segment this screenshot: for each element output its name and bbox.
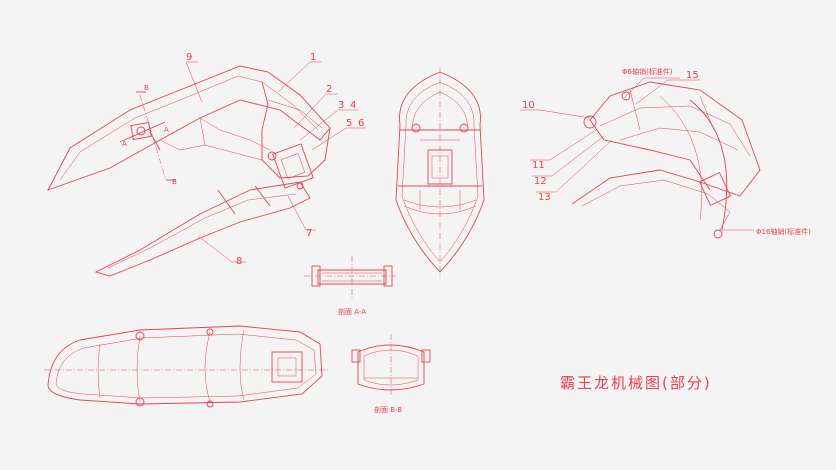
callout-13: 13: [538, 192, 551, 203]
callout-4: 4: [350, 100, 356, 111]
section-a-a-view: [304, 256, 396, 298]
front-view: [395, 68, 485, 278]
callout-15: 15: [686, 70, 699, 81]
callout-1: 1: [310, 52, 316, 63]
section-bb-label: 剖面 B-B: [374, 405, 402, 414]
callout-5: 5: [346, 118, 352, 129]
callout-10: 10: [522, 100, 535, 111]
section-mark-b-bottom: B: [172, 178, 177, 186]
callout-2: 2: [326, 84, 332, 95]
iso-callouts: [520, 77, 754, 231]
section-b-b-view: [351, 334, 431, 396]
section-mark-a-left: A: [122, 140, 127, 148]
section-markers: B A A B: [122, 84, 177, 186]
callout-9: 9: [186, 52, 192, 63]
top-view: [44, 325, 330, 408]
section-mark-b-top: B: [144, 84, 149, 92]
section-mark-a-right: A: [164, 126, 169, 134]
pin6-note: Φ6轴销(标准件): [622, 67, 673, 76]
side-view: [47, 65, 331, 277]
callout-11: 11: [532, 160, 545, 171]
section-aa-label: 剖面 A-A: [338, 307, 366, 316]
callout-8: 8: [236, 256, 242, 267]
drawing-title: 霸王龙机械图(部分): [560, 374, 712, 392]
callout-12: 12: [534, 176, 547, 187]
isometric-view: [571, 81, 761, 239]
callout-3: 3: [338, 100, 344, 111]
callout-labels: 1 2 3 4 5 6 7 8 9 10 11 12 13 15: [186, 52, 699, 267]
side-view-callouts: [185, 61, 366, 263]
callout-6: 6: [358, 118, 364, 129]
callout-7: 7: [306, 228, 312, 239]
pin16-note: Φ16轴销(标准件): [756, 227, 811, 236]
